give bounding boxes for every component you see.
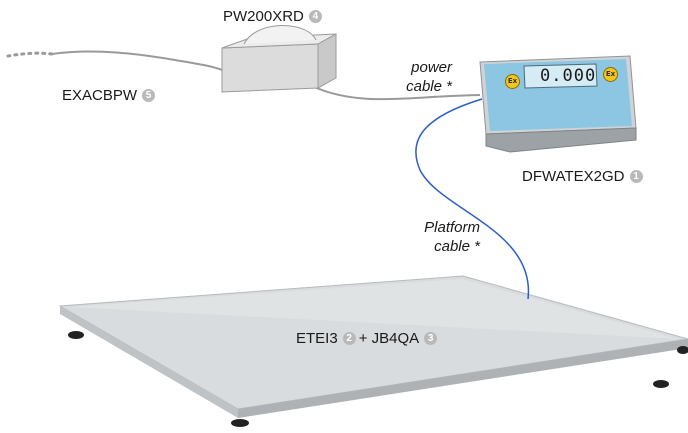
platform-foot-right	[677, 346, 688, 354]
power-cable-note-line2: cable *	[406, 78, 452, 95]
power-supply-code: PW200XRD	[223, 8, 304, 25]
platform-foot-back-right	[653, 380, 669, 388]
extension-cable	[51, 50, 223, 71]
indicator-badge: 1	[629, 170, 643, 183]
power-supply-badge: 4	[308, 10, 322, 23]
indicator-label: DFWATEX2GD 1	[522, 168, 643, 185]
indicator-code: DFWATEX2GD	[522, 168, 625, 185]
platform-foot-front	[231, 419, 249, 427]
power-supply-label: PW200XRD 4	[223, 8, 322, 25]
platform-cable-note: Platform cable *	[380, 218, 480, 256]
platform-label: ETEI3 2 + JB4QA 3	[296, 330, 438, 347]
extension-cable-code: EXACBPW	[62, 87, 138, 104]
platform-cable-note-line1: Platform	[424, 219, 480, 236]
power-cable	[311, 85, 481, 101]
extension-cable-dots	[6, 51, 54, 58]
platform-cable	[415, 98, 530, 300]
indicator-display: 0.000	[540, 66, 597, 86]
platform-code: ETEI3	[296, 330, 338, 347]
weighing-platform	[58, 275, 688, 418]
platform-badge: 2	[342, 332, 356, 345]
junction-box-code: + JB4QA	[358, 330, 420, 347]
power-supply-box	[221, 25, 337, 93]
power-cable-note-line1: power	[411, 59, 452, 76]
extension-cable-badge: 5	[142, 89, 156, 102]
indicator-body	[479, 55, 637, 153]
junction-box-badge: 3	[424, 332, 438, 345]
platform-cable-note-line2: cable *	[434, 238, 480, 255]
ex-mark-right-icon: Ex	[603, 67, 618, 82]
ex-mark-left-icon: Ex	[505, 74, 520, 89]
power-cable-note: power cable *	[372, 58, 452, 96]
extension-cable-label: EXACBPW 5	[62, 87, 156, 104]
platform-foot-left	[68, 331, 84, 339]
